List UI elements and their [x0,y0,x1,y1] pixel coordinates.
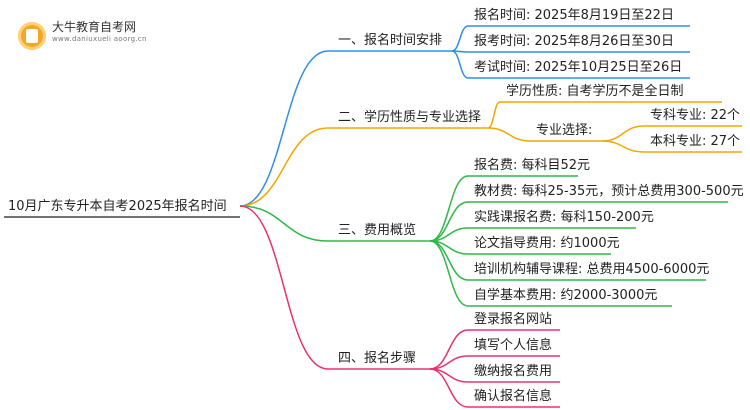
connector-1 [239,50,329,207]
branch-1-leaf-2: 报考时间: 2025年8月26日至30日 [474,34,674,49]
connector-35 [429,329,469,370]
connector-23 [429,201,469,242]
branch-3-label: 三、费用概览 [338,223,417,238]
branch-3-leaf-2: 教材费: 每科25-35元，预计总费用300-500元 [474,184,744,199]
connector-9 [239,127,329,207]
connector-33 [239,205,329,370]
branch-4-leaf-2: 填写个人信息 [474,338,553,353]
connector-41 [429,368,469,408]
root-node: 10月广东专升本自考2025年报名时间 [8,199,227,214]
branch-2-sub-label: 专业选择: [536,123,593,138]
branch-3-leaf-3: 实践课报名费: 每科150-200元 [474,210,654,225]
branch-4-label: 四、报名步骤 [338,351,417,366]
branch-2-leaf-1: 学历性质: 自考学历不是全日制 [506,84,684,99]
branch-2-sub-leaf-1: 专科专业: 22个 [650,108,741,123]
branch-1-label: 一、报名时间安排 [338,33,443,48]
watermark-title: 大牛教育自考网 [52,20,137,34]
branch-1-leaf-3: 考试时间: 2025年10月25日至26日 [474,60,683,75]
watermark-url: www.daniuxueli aoorg.cn [52,35,147,43]
connector-19 [239,205,329,242]
connector-17 [601,140,645,153]
branch-3-leaf-1: 报名费: 每科目52元 [474,158,591,173]
connector-21 [429,175,469,242]
branch-4-leaf-4: 确认报名信息 [474,389,553,404]
branch-3-leaf-4: 论文指导费用: 约1000元 [474,236,620,251]
branch-3-leaf-5: 培训机构辅导课程: 总费用4500-6000元 [474,262,710,277]
connector-7 [451,50,469,79]
connector-31 [429,240,469,307]
branch-2-sub-leaf-2: 本科专业: 27个 [650,134,741,149]
branch-4-leaf-1: 登录报名网站 [474,312,553,327]
branch-1-leaf-1: 报名时间: 2025年8月19日至22日 [474,8,674,23]
connector-11 [487,101,501,129]
branch-2-label: 二、学历性质与专业选择 [338,110,482,125]
branch-3-leaf-6: 自学基本费用: 约2000-3000元 [474,288,658,303]
connector-15 [601,125,645,142]
connector-13 [487,127,531,142]
connector-3 [451,25,469,52]
logo-icon [18,22,46,50]
branch-4-leaf-3: 缴纳报名费用 [474,364,553,379]
